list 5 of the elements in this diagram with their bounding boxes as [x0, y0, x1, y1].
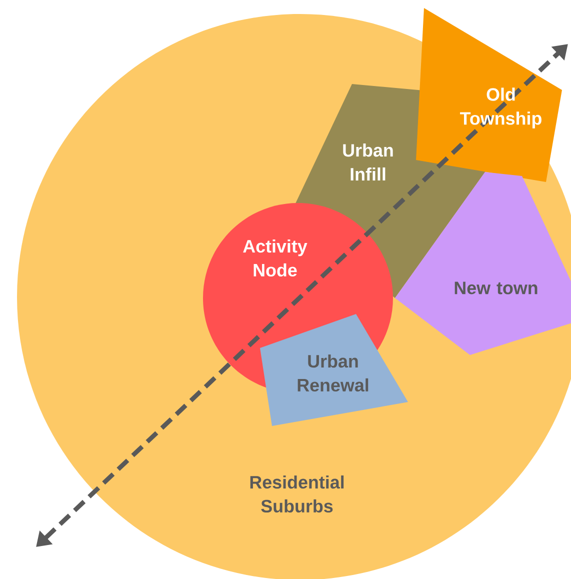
- region-label: New town: [454, 282, 538, 294]
- region-label: Urban Infill: [343, 144, 393, 180]
- region-label: Activity Node: [243, 239, 308, 277]
- region-label: Urban Renewal: [298, 354, 368, 392]
- region-label: Residential Suburbs: [250, 475, 344, 513]
